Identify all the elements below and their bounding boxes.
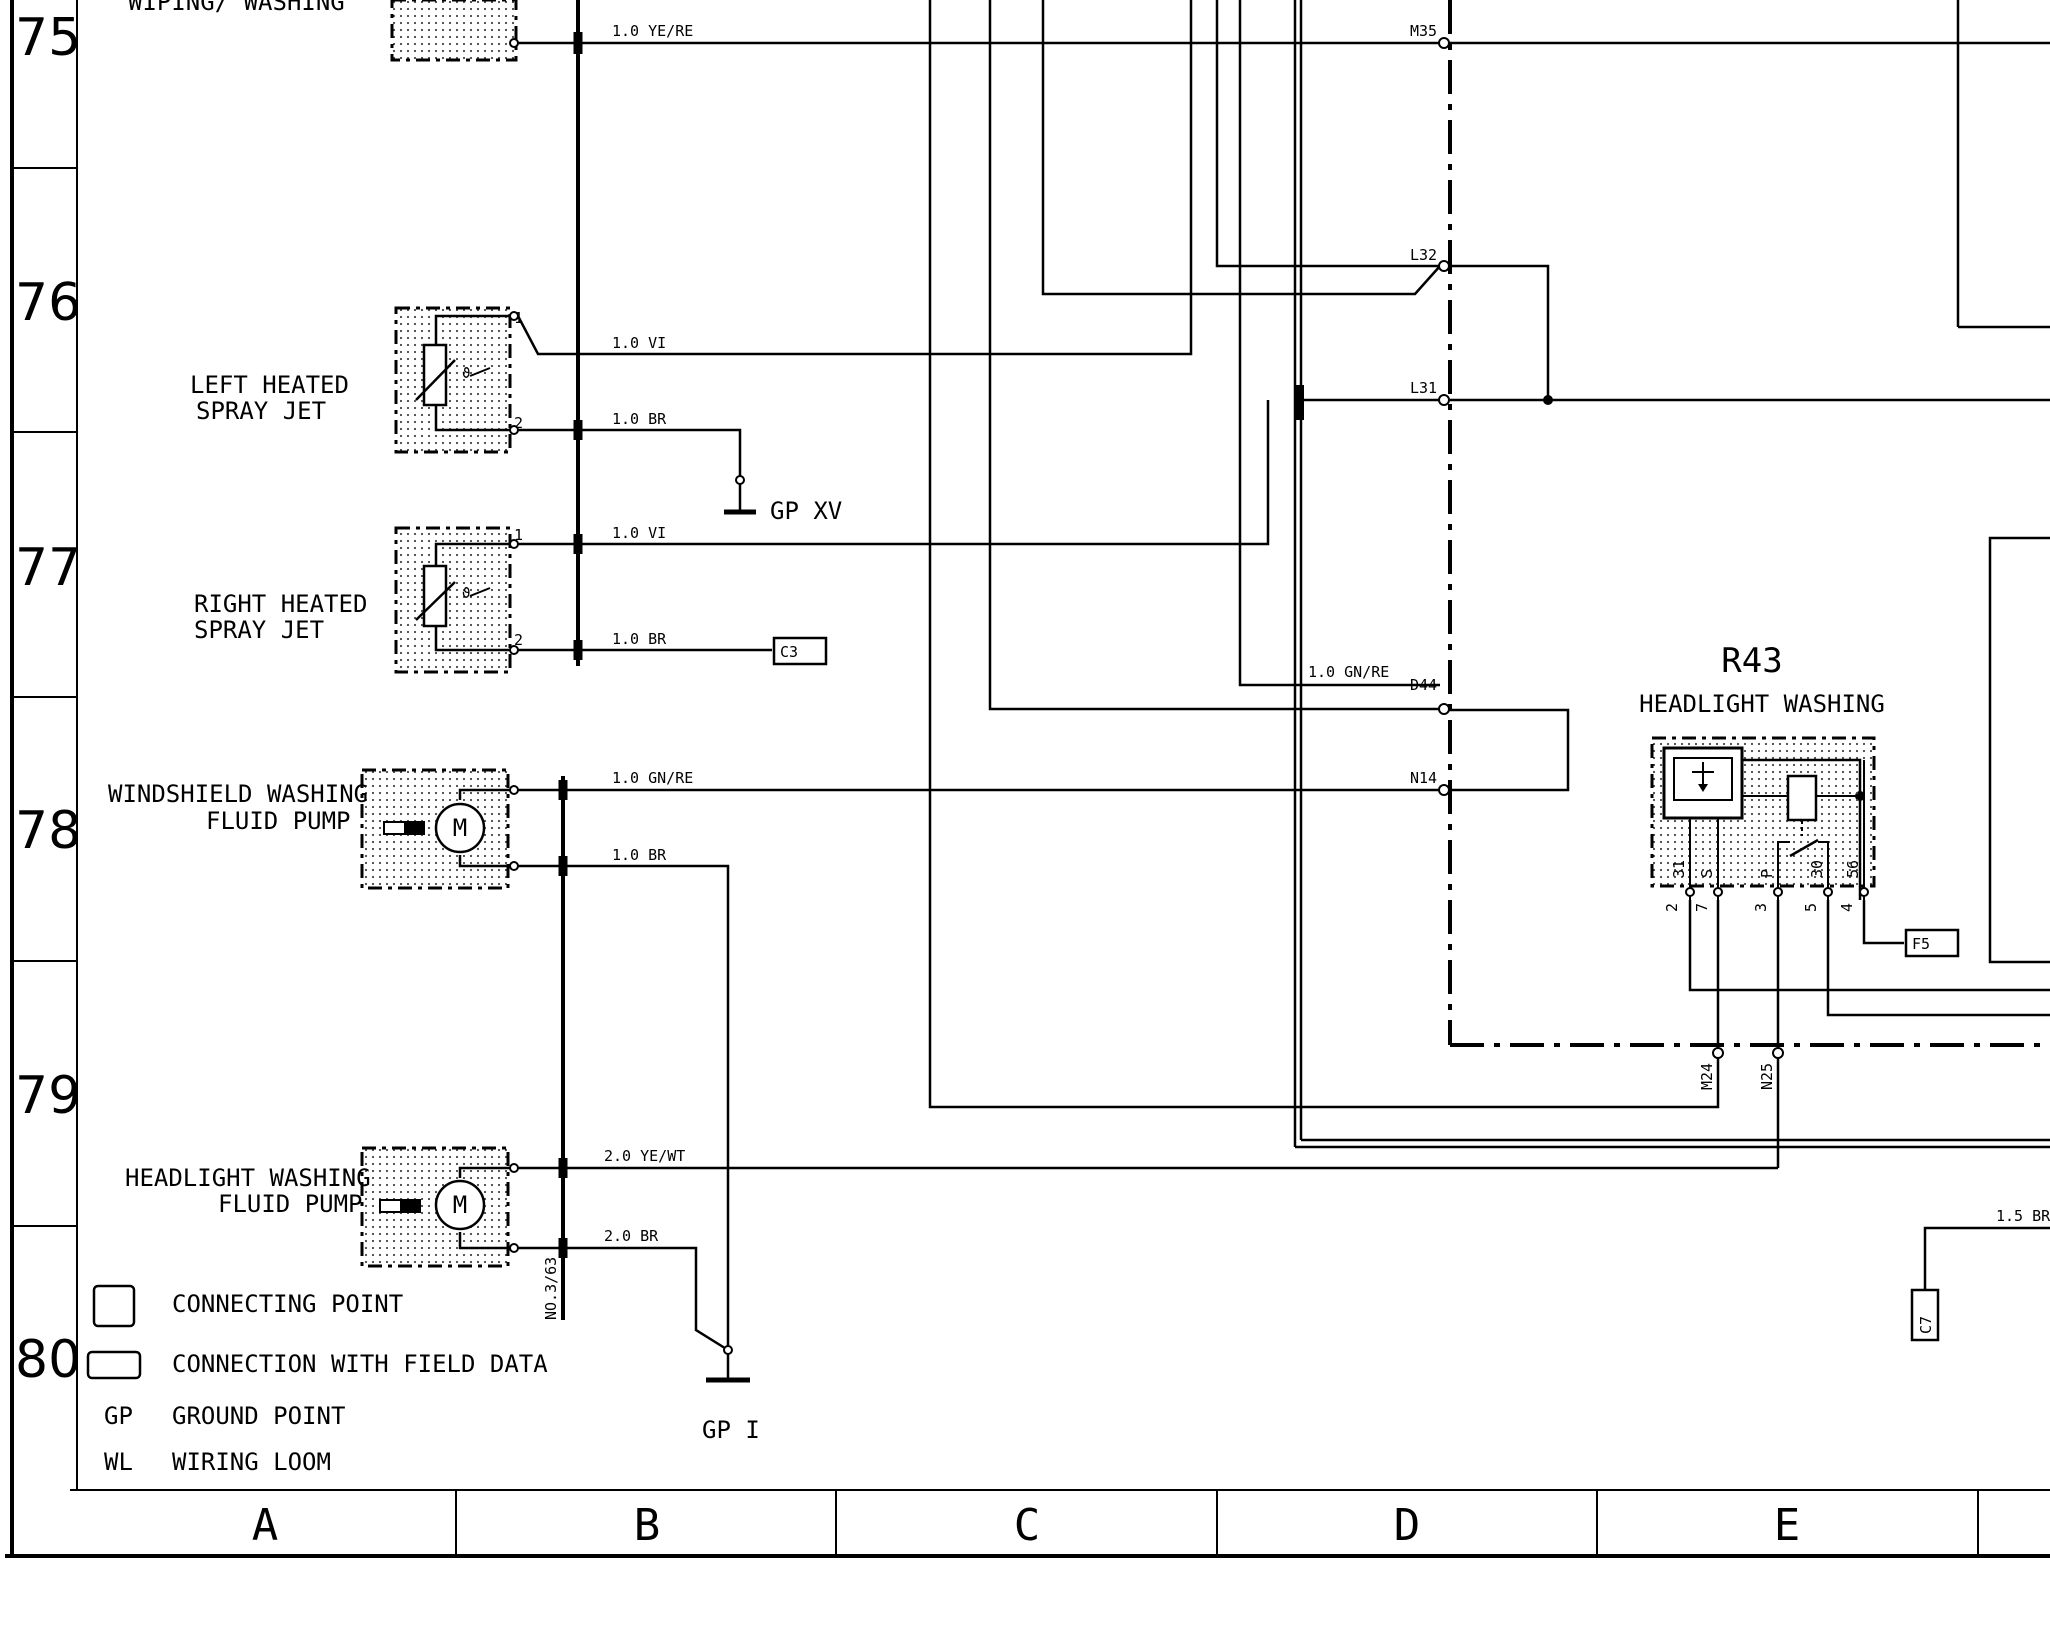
headlight-washing-pump — [360, 1146, 512, 1268]
ground-point-xv-label: GP XV — [770, 497, 842, 525]
ground-point-i-label: GP I — [702, 1416, 760, 1444]
wiring-loom-bars — [558, 0, 1304, 1320]
row-label-79: 79 — [15, 1066, 81, 1126]
right-jet-label-line1: RIGHT HEATED — [194, 590, 367, 618]
pin-2: 2 — [514, 631, 523, 649]
relay-pin-31: 31 — [1670, 860, 1688, 878]
relay-r43 — [1650, 736, 1876, 900]
right-jet-label-line2: SPRAY JET — [194, 616, 324, 644]
pin-2: 2 — [514, 414, 523, 432]
windshield-pump-label-line2: FLUID PUMP — [206, 807, 351, 835]
relay-pin-dots — [1685, 887, 1869, 897]
legend: CONNECTING POINT CONNECTION WITH FIELD D… — [86, 1284, 548, 1476]
headlight-pump-label-line2: FLUID PUMP — [218, 1190, 363, 1218]
right-heated-spray-jet: ϑ — [394, 526, 512, 674]
relay-pin-30: 30 — [1808, 860, 1826, 878]
relay-pin-p: P — [1758, 869, 1776, 878]
connection-c3-label: C3 — [780, 643, 798, 661]
upper-component-fragment — [390, 0, 518, 62]
connector-d44: D44 — [1410, 676, 1437, 694]
wires — [516, 0, 2050, 1380]
legend-wiring-loom: WIRING LOOM — [172, 1448, 331, 1476]
legend-connecting-point-symbol — [92, 1284, 136, 1328]
connector-l32: L32 — [1410, 246, 1437, 264]
relay-name: HEADLIGHT WASHING — [1639, 690, 1885, 718]
wire-label: 1.0 YE/RE — [612, 22, 693, 40]
wire-label: 1.5 BR — [1996, 1207, 2050, 1225]
left-heated-spray-jet: ϑ — [394, 306, 512, 454]
windshield-washing-pump — [360, 768, 512, 890]
windshield-pump-label-line1: WINDSHIELD WASHING — [108, 780, 368, 808]
motor-symbol: M — [453, 1191, 467, 1219]
svg-text:ϑ: ϑ — [462, 366, 470, 382]
row-label-76: 76 — [15, 273, 81, 333]
ground-symbols — [706, 478, 756, 1383]
wire-label: 1.0 GN/RE — [612, 769, 693, 787]
connection-c7-label: C7 — [1917, 1316, 1935, 1334]
relay-terminal-7: 7 — [1693, 903, 1711, 912]
legend-field-data-symbol — [86, 1350, 142, 1380]
wire-label: 1.0 BR — [612, 410, 667, 428]
relay-terminal-4: 4 — [1838, 903, 1856, 912]
connection-box-c3 — [772, 636, 828, 666]
headlight-pump-label-line1: HEADLIGHT WASHING — [125, 1164, 371, 1192]
connector-m35: M35 — [1410, 22, 1437, 40]
wire-label: 2.0 BR — [604, 1227, 659, 1245]
row-label-80: 80 — [15, 1330, 81, 1390]
wire-label: 1.0 GN/RE — [1308, 663, 1389, 681]
column-label-a: A — [252, 1500, 279, 1551]
wire-label: 2.0 YE/WT — [604, 1147, 685, 1165]
wire-label: 1.0 BR — [612, 630, 667, 648]
row-label-77: 77 — [15, 538, 81, 598]
connection-box-f5 — [1904, 928, 1960, 958]
relay-terminal-2: 2 — [1663, 903, 1681, 912]
connector-n25: N25 — [1758, 1063, 1776, 1090]
relay-terminal-5: 5 — [1802, 903, 1820, 912]
motor-symbol: M — [453, 814, 467, 842]
top-section-label: WIPING/ WASHING — [128, 0, 345, 16]
relay-id: R43 — [1721, 641, 1782, 681]
relay-terminal-3: 3 — [1752, 903, 1770, 912]
connector-m24: M24 — [1698, 1063, 1716, 1090]
legend-connecting-point: CONNECTING POINT — [172, 1290, 403, 1318]
connection-box-c7 — [1910, 1288, 1940, 1342]
connector-points — [509, 37, 1784, 1355]
legend-wl-key: WL — [104, 1448, 133, 1476]
wire-label: 1.0 VI — [612, 334, 666, 352]
adjacent-component-box — [1988, 536, 2050, 964]
connector-l31: L31 — [1410, 379, 1437, 397]
legend-field-data: CONNECTION WITH FIELD DATA — [172, 1350, 548, 1378]
legend-ground-point: GROUND POINT — [172, 1402, 345, 1430]
legend-gp-key: GP — [104, 1402, 133, 1430]
loom-label: NO.3/63 — [542, 1257, 560, 1320]
relay-pin-s: S — [1698, 869, 1716, 878]
boundary-line — [1448, 0, 2050, 1047]
connection-f5-label: F5 — [1912, 935, 1930, 953]
relay-pin-56: 56 — [1844, 860, 1862, 878]
pin-1: 1 — [514, 526, 523, 544]
wire-label: 1.0 VI — [612, 524, 666, 542]
drawing-frame — [5, 0, 2050, 1558]
left-jet-label-line2: SPRAY JET — [196, 397, 326, 425]
svg-text:ϑ: ϑ — [462, 586, 470, 602]
column-label-d: D — [1394, 1500, 1421, 1551]
column-label-c: C — [1014, 1500, 1041, 1551]
wire-label: 1.0 BR — [612, 846, 667, 864]
row-label-75: 75 — [15, 8, 81, 68]
left-jet-label-line1: LEFT HEATED — [190, 371, 349, 399]
connector-n14: N14 — [1410, 769, 1437, 787]
row-label-78: 78 — [15, 801, 81, 861]
column-label-b: B — [634, 1500, 661, 1551]
junction-dot — [1543, 395, 1553, 405]
column-label-e: E — [1774, 1500, 1801, 1551]
